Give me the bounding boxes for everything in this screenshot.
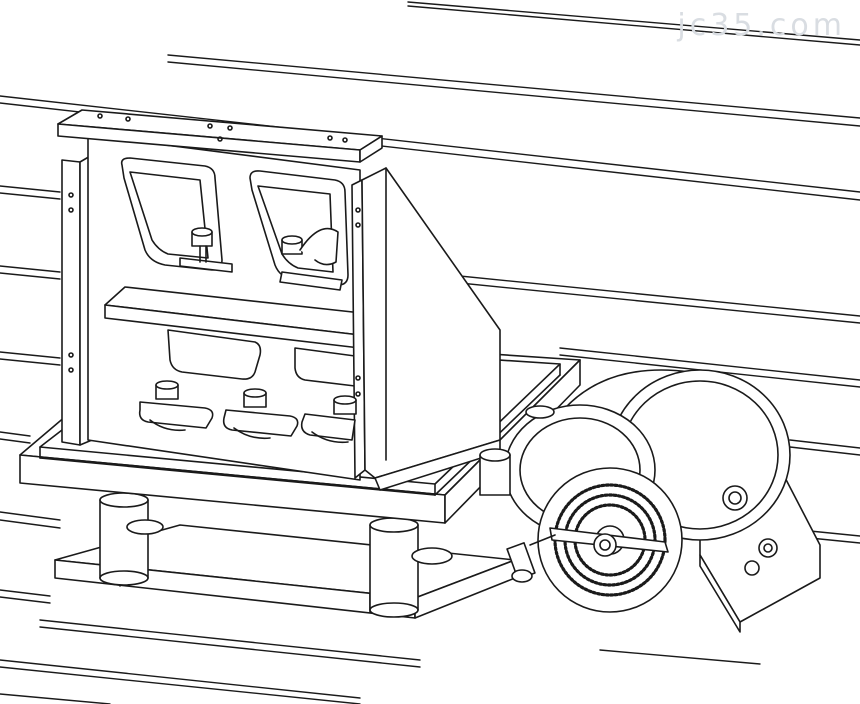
upper-clamps [179, 227, 343, 291]
lower-clamps [138, 380, 357, 444]
watermark-text: jc35.com [677, 8, 846, 43]
right-gusset-plate [351, 167, 501, 491]
upright-frame [57, 109, 383, 481]
rotary-indexing-table [479, 369, 821, 633]
